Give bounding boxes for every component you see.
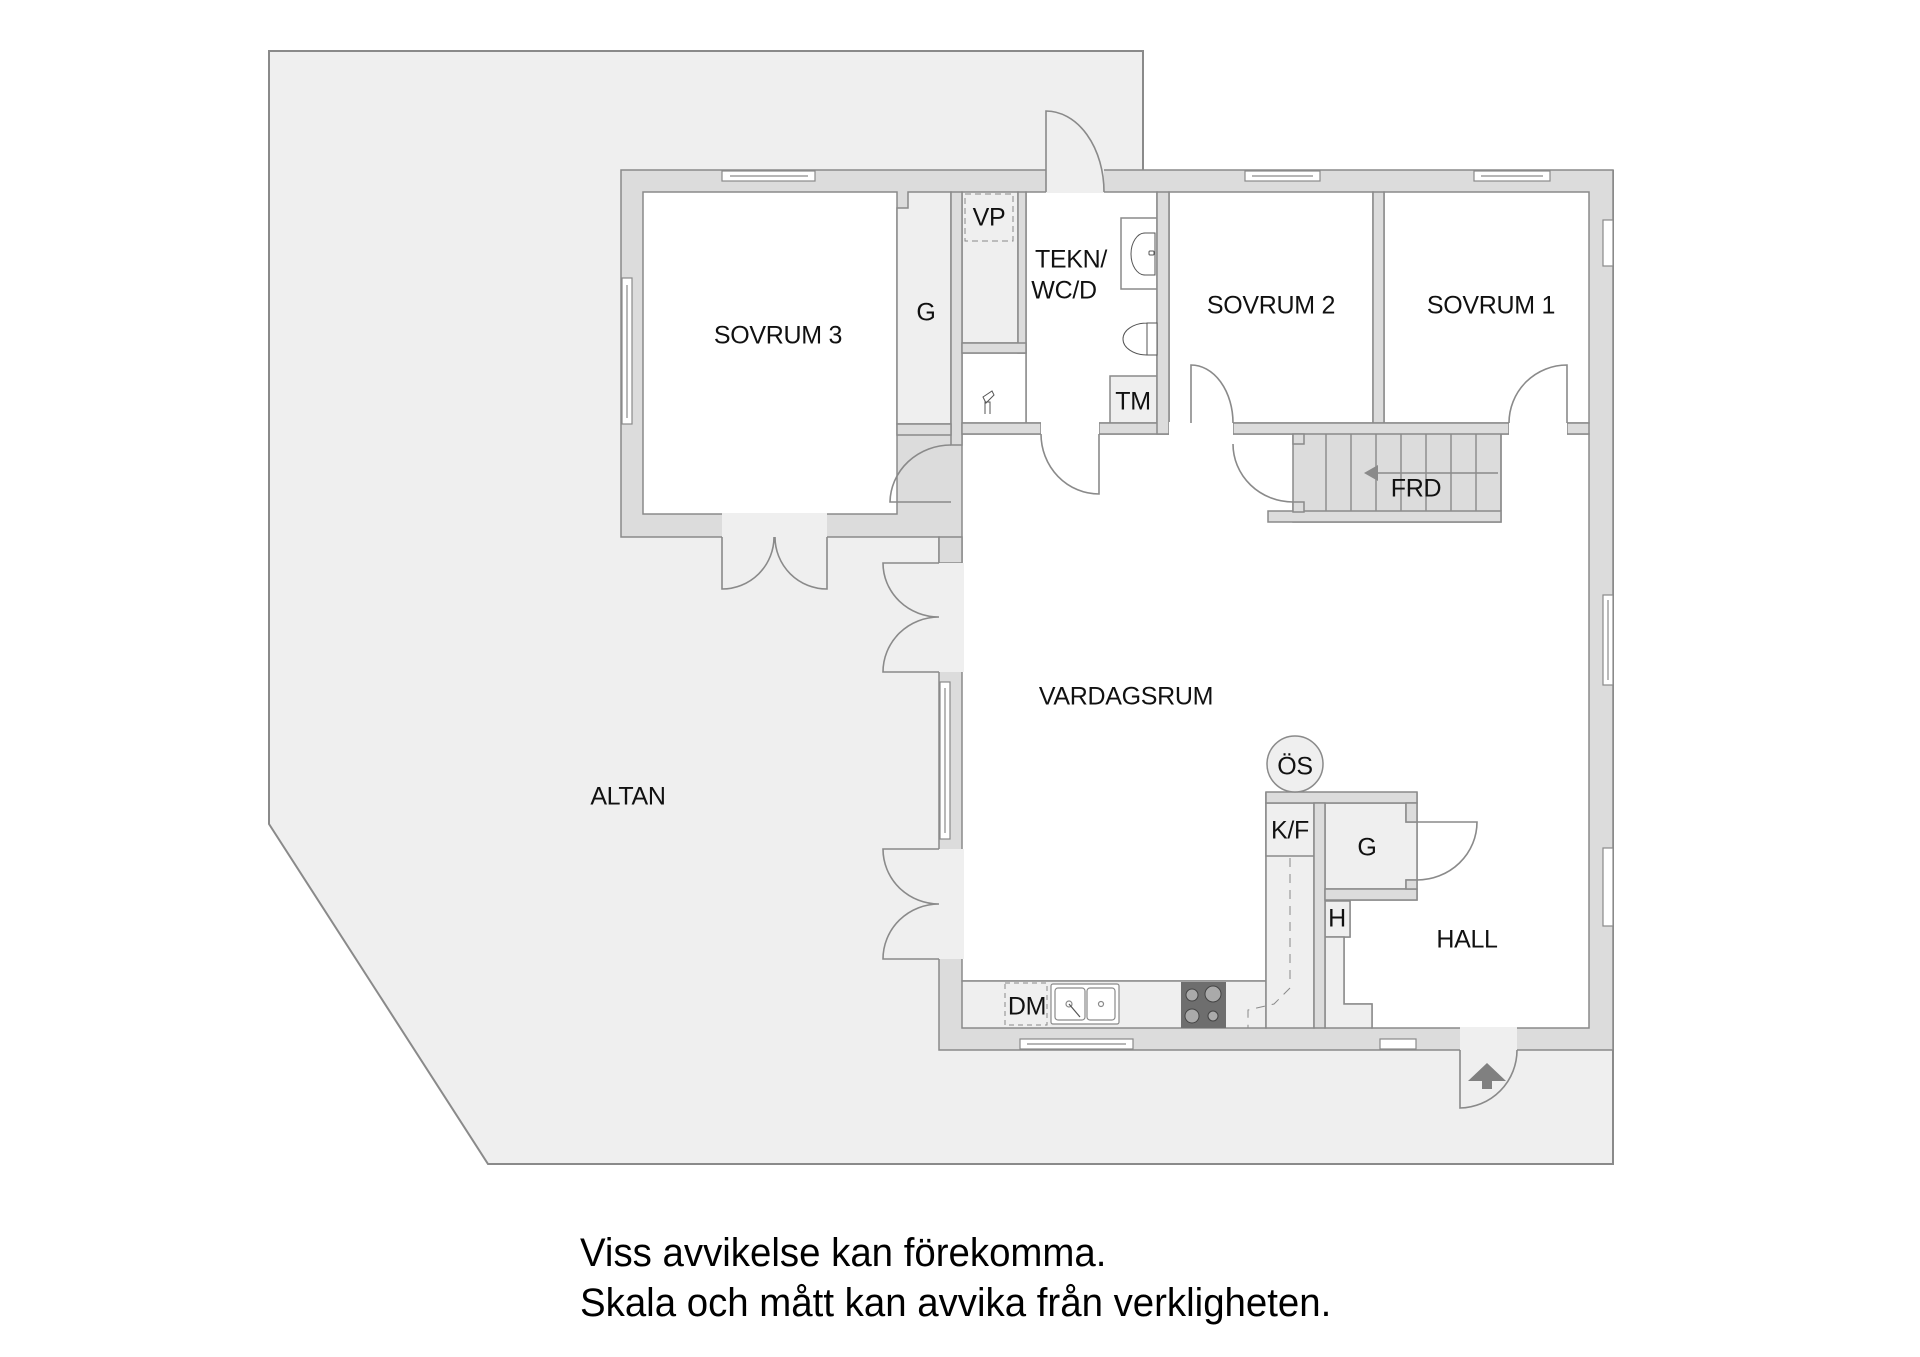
label-tekn-1: TEKN/ xyxy=(1034,245,1108,274)
label-sovrum-1: SOVRUM 1 xyxy=(1426,291,1556,320)
window-sovrum1-right xyxy=(1602,219,1614,267)
door-hall-g xyxy=(1416,821,1478,881)
label-vardagsrum: VARDAGSRUM xyxy=(1038,682,1214,711)
interior-walls xyxy=(896,191,1590,1029)
label-frd: FRD xyxy=(1390,474,1442,503)
vp-dashed-box xyxy=(964,193,1014,242)
label-tekn-2: WC/D xyxy=(1031,276,1097,305)
label-garderob-hall: G xyxy=(1357,833,1377,862)
closet-vp xyxy=(961,191,1019,344)
label-vp: VP xyxy=(972,203,1006,232)
door-living-lower xyxy=(882,848,940,960)
door-hall-closet xyxy=(1232,443,1294,503)
door-sovrum3-altan xyxy=(721,536,828,590)
label-altan: ALTAN xyxy=(590,782,666,811)
room-sovrum-3 xyxy=(642,191,898,515)
door-entry xyxy=(1459,1049,1518,1109)
label-dm: DM xyxy=(1007,992,1047,1021)
tm-box xyxy=(1109,375,1158,424)
wc-fixtures xyxy=(964,193,1158,414)
room-sovrum-1 xyxy=(1383,191,1590,424)
stairs xyxy=(1325,434,1502,511)
closet-lower xyxy=(961,352,1027,424)
entrance-arrow-icon xyxy=(1468,1063,1506,1089)
hob-icon xyxy=(1181,982,1226,1028)
door-tekn-outside xyxy=(1045,110,1105,193)
fridge-dashed-outline xyxy=(1247,858,1291,1028)
dm-dashed-box xyxy=(1004,982,1048,1026)
sink-icon xyxy=(1130,232,1156,276)
toilet-icon xyxy=(1122,322,1158,356)
stair-direction-arrow-icon xyxy=(1364,465,1378,481)
label-sovrum-3: SOVRUM 3 xyxy=(713,321,843,350)
label-sovrum-2: SOVRUM 2 xyxy=(1206,291,1336,320)
label-kf: K/F xyxy=(1271,816,1309,845)
label-os: ÖS xyxy=(1277,752,1313,781)
os-circle xyxy=(1266,735,1324,793)
room-sovrum-2 xyxy=(1168,191,1374,424)
faucet-icon xyxy=(982,390,995,414)
disclaimer-line-2: Skala och mått kan avvika från verklighe… xyxy=(580,1281,1332,1325)
door-tekn xyxy=(1040,433,1100,495)
kitchen-fixtures xyxy=(1004,735,1324,1028)
windows xyxy=(621,170,1614,1050)
door-sovrum1 xyxy=(1508,364,1568,424)
window-hall-bottom xyxy=(1379,1038,1417,1050)
label-garderob-top: G xyxy=(916,298,936,327)
rooms xyxy=(642,191,1590,1029)
disclaimer-line-1: Viss avvikelse kan förekomma. xyxy=(580,1231,1107,1275)
window-right-hall xyxy=(1602,847,1614,927)
door-sovrum2 xyxy=(1190,364,1234,424)
door-living-upper xyxy=(882,562,940,673)
door-sovrum3 xyxy=(889,444,952,503)
label-hall: HALL xyxy=(1436,925,1498,954)
door-swings xyxy=(721,110,1568,1109)
door-openings xyxy=(722,169,1567,1051)
label-h: H xyxy=(1328,904,1346,933)
label-tm: TM xyxy=(1115,387,1151,416)
kitchen-sink-icon xyxy=(1050,983,1120,1025)
